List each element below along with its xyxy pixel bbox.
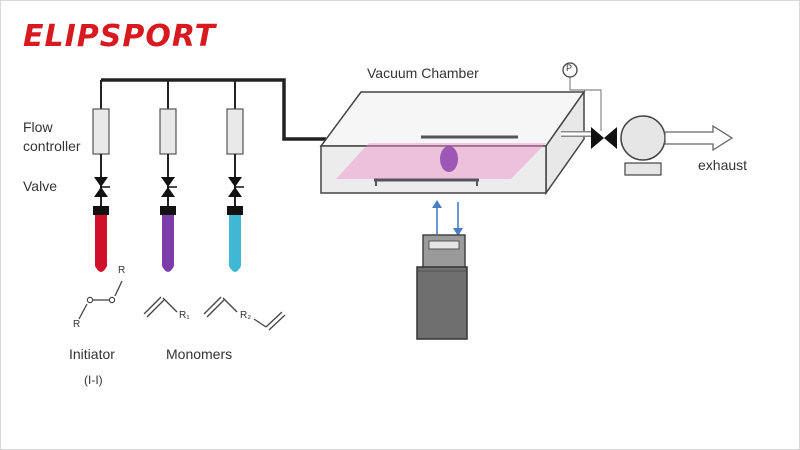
substrate-sample xyxy=(440,146,458,172)
monomer-2-tube xyxy=(229,215,241,272)
flow-controller-box xyxy=(92,108,110,155)
pressure-gauge-label: P xyxy=(566,63,573,73)
flow-controller-box xyxy=(159,108,177,155)
valve-icon xyxy=(161,177,177,197)
monomer-1-substituent: R₁ xyxy=(179,310,190,321)
monomer-2-structure xyxy=(203,296,286,331)
cooler-unit-icon xyxy=(416,234,468,340)
monomer-2-substituent: R₂ xyxy=(240,310,252,321)
valve-icon xyxy=(591,127,617,149)
flow-controller-box xyxy=(226,108,244,155)
gauge-line xyxy=(569,77,602,131)
gas-line-monomer-2 xyxy=(226,108,244,272)
monomer-1-tube-cap xyxy=(160,206,176,215)
valve-label: Valve xyxy=(23,178,57,194)
gas-manifold-line xyxy=(101,78,326,141)
monomer-2-tube-cap xyxy=(227,206,243,215)
coolant-arrow-down-icon xyxy=(453,228,463,236)
initiator-tube-cap xyxy=(93,206,109,215)
coolant-arrow-up-icon xyxy=(432,200,442,208)
gas-line-initiator xyxy=(92,108,110,272)
initiator-label: Initiator xyxy=(69,346,115,362)
vacuum-pump-icon xyxy=(620,115,666,176)
exhaust-label: exhaust xyxy=(698,157,748,173)
chamber-front-face xyxy=(320,145,547,194)
exhaust-arrow-icon xyxy=(664,124,734,152)
valve-icon xyxy=(94,177,110,197)
initiator-r-top: R xyxy=(118,265,126,276)
initiator-r-bottom: R xyxy=(73,319,81,330)
monomer-1-structure xyxy=(143,296,178,318)
gas-line-monomer-1 xyxy=(159,108,177,272)
flow-controller-label: Flow controller xyxy=(23,119,81,154)
initiator-structure xyxy=(78,280,123,320)
initiator-oxygen-1 xyxy=(86,296,94,304)
brand-logo: ELIPSPORT xyxy=(23,19,217,54)
initiator-oxygen-2 xyxy=(108,296,116,304)
pressure-gauge-icon xyxy=(562,62,578,78)
initiator-formula-label: (I-I) xyxy=(84,373,103,387)
vacuum-chamber-label: Vacuum Chamber xyxy=(367,65,479,81)
vacuum-chamber xyxy=(319,89,586,196)
valve-icon xyxy=(228,177,244,197)
monomer-1-tube xyxy=(162,215,174,272)
monomers-label: Monomers xyxy=(166,346,233,362)
initiator-tube xyxy=(95,215,107,272)
